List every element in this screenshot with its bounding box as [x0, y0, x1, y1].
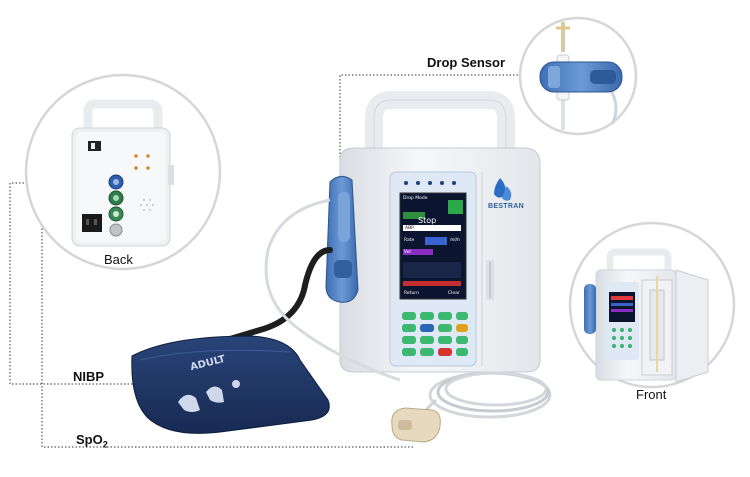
drop-sensor-label: Drop Sensor	[427, 55, 506, 70]
screen-line-1: ABP	[405, 226, 414, 231]
back-view	[24, 73, 222, 271]
front-label: Front	[636, 387, 667, 402]
spo2-label: SpO2	[76, 432, 108, 450]
brand-logo-text: BESTRAN	[488, 203, 524, 210]
screen-bottom-right: Clear	[448, 291, 460, 296]
back-label: Back	[104, 252, 133, 267]
nibp-label: NIBP	[73, 369, 105, 384]
screen-status: Stop	[418, 216, 437, 225]
screen-line-3: Vol	[404, 250, 411, 255]
front-view	[568, 221, 736, 389]
drop-sensor-view	[518, 16, 638, 136]
spo2-clip	[391, 407, 441, 443]
spo2-label-sub: 2	[102, 439, 108, 450]
spo2-label-main: SpO	[76, 432, 103, 447]
screen-mode: Drop Mode	[403, 196, 428, 201]
screen-rate-unit: ml/h	[450, 238, 461, 243]
screen-bottom-left: Return	[404, 291, 419, 296]
keypad	[402, 312, 468, 356]
nibp-cuff	[131, 335, 330, 434]
main-pump	[325, 91, 541, 373]
screen-line-2: Rate	[404, 238, 415, 243]
cables	[207, 198, 552, 419]
